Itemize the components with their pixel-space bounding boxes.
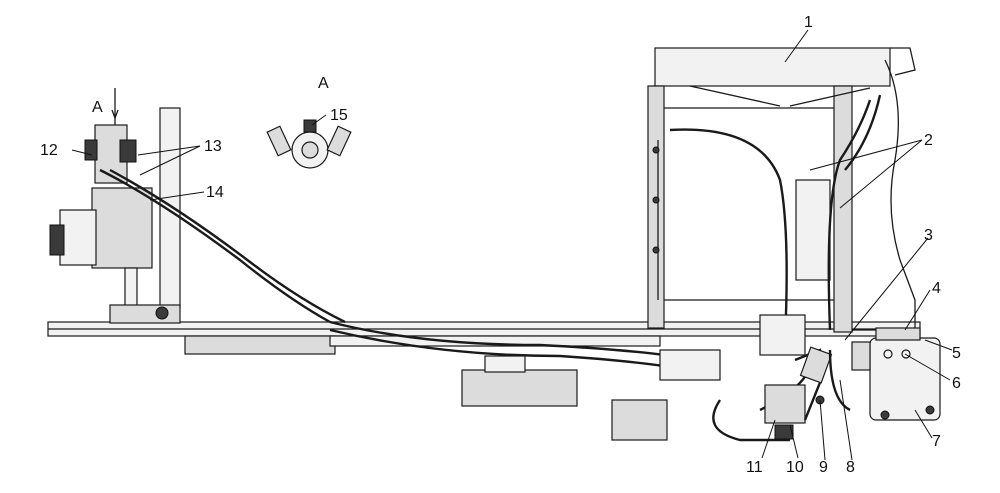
pump-assembly (49, 88, 346, 324)
detail-view-a (266, 119, 352, 169)
view-label-arrow: A (92, 99, 103, 116)
callout-12: 12 (40, 142, 58, 159)
callout-13: 13 (204, 138, 222, 155)
leader-lines (71, 29, 953, 461)
callout-15: 15 (330, 107, 348, 124)
callout-9: 9 (819, 459, 828, 476)
callout-1: 1 (804, 14, 813, 31)
oil-tank (851, 327, 941, 421)
callout-11: 11 (746, 459, 763, 476)
view-labels: A A (92, 75, 329, 116)
callout-2: 2 (924, 132, 933, 149)
view-label-detail: A (318, 75, 329, 92)
callout-10: 10 (786, 459, 804, 476)
callout-3: 3 (924, 227, 933, 244)
callout-14: 14 (206, 184, 224, 201)
callout-7: 7 (932, 433, 941, 450)
callout-6: 6 (952, 375, 961, 392)
callout-8: 8 (846, 459, 855, 476)
callout-labels: 1 2 3 4 5 6 7 8 9 10 11 12 13 14 15 (40, 14, 961, 476)
callout-4: 4 (932, 280, 941, 297)
hoses (329, 94, 882, 442)
callout-5: 5 (952, 345, 961, 362)
valve-block-group (461, 314, 851, 441)
cab-structure (647, 47, 916, 333)
